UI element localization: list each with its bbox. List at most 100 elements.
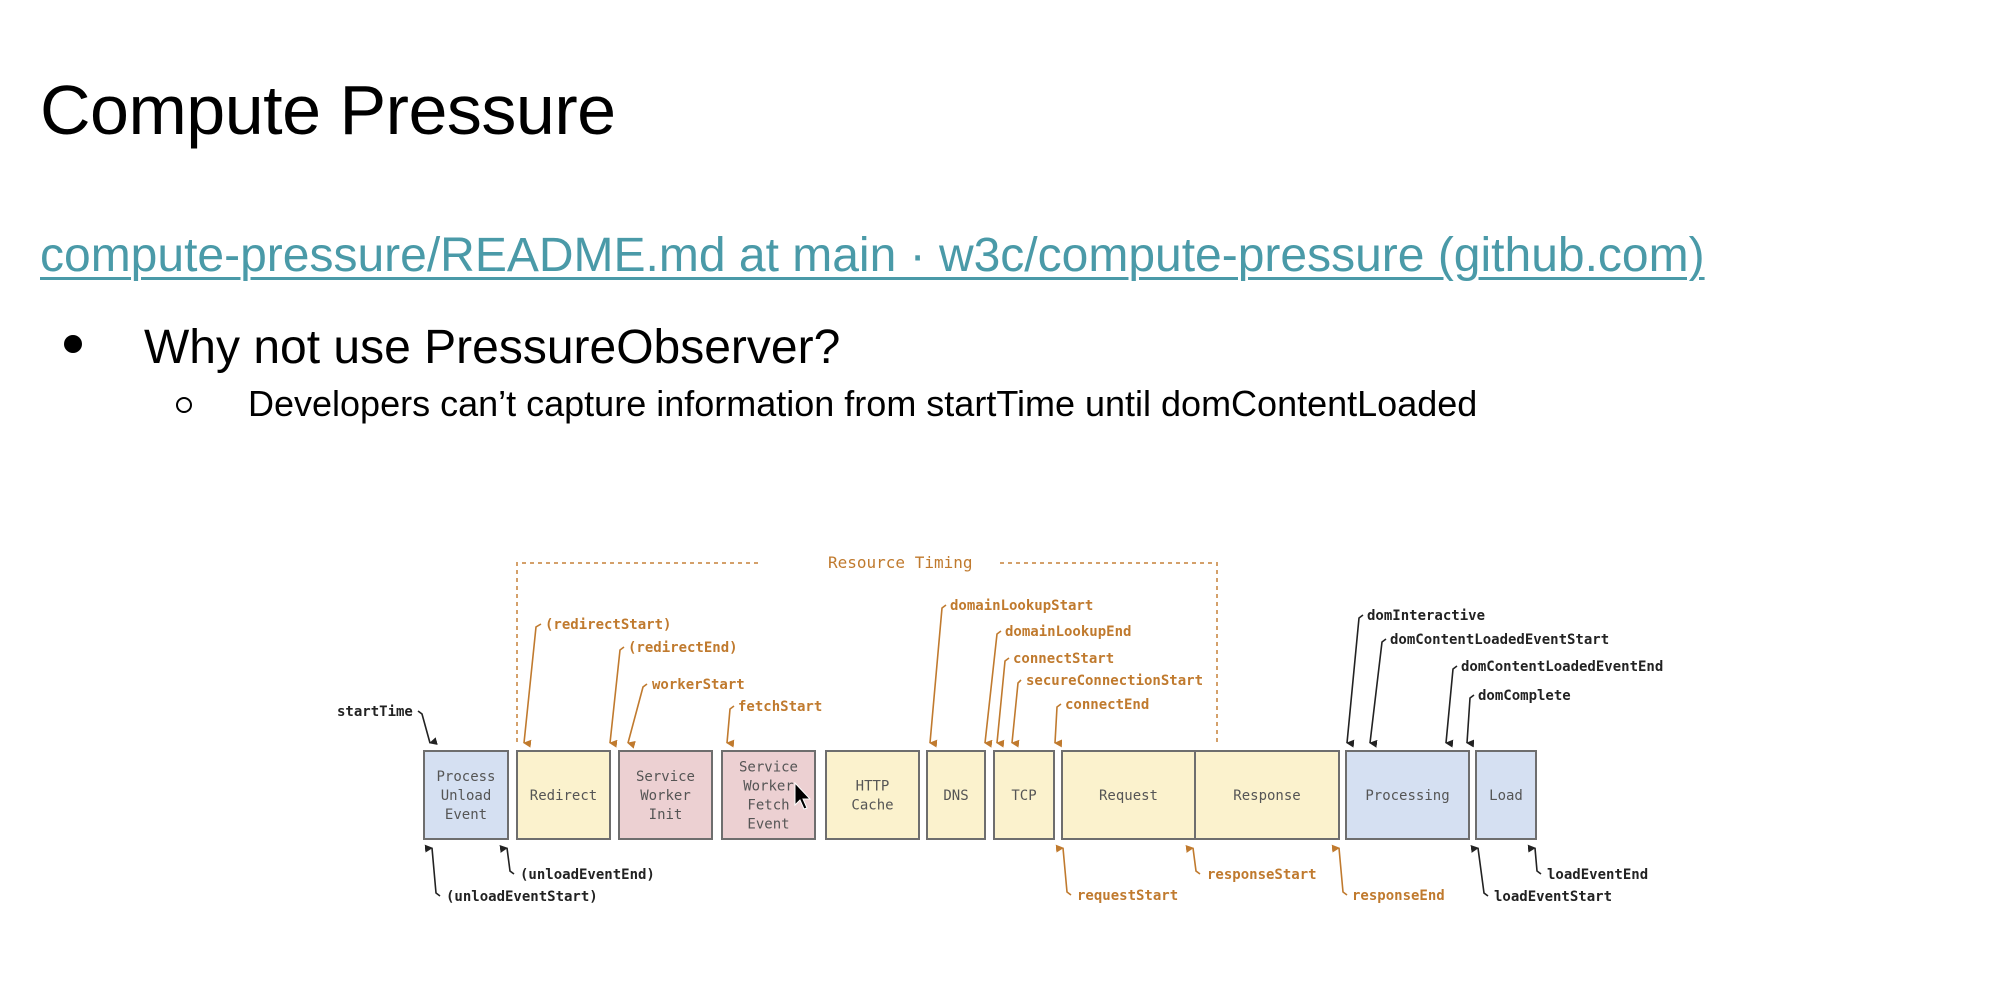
timing-label: (unloadEventStart) (424, 844, 598, 905)
readme-link[interactable]: compute-pressure/README.md at main · w3c… (40, 229, 1705, 282)
box-label: Event (445, 807, 487, 823)
box-label: Processing (1365, 788, 1449, 804)
box-label: Service (739, 760, 798, 776)
timing-label-text: (unloadEventStart) (446, 889, 598, 905)
timing-label-text: domainLookupStart (950, 598, 1093, 614)
timing-label-text: domainLookupEnd (1005, 624, 1131, 640)
timing-label-text: domContentLoadedEventStart (1390, 632, 1609, 648)
resource-timing-label: Resource Timing (828, 553, 973, 572)
pointer-arrow-icon (1346, 614, 1364, 748)
pointer-arrow-icon (1185, 844, 1201, 875)
timing-label-text: (redirectStart) (545, 617, 671, 633)
timing-label: requestStart (1055, 844, 1178, 904)
timing-label: responseEnd (1331, 844, 1445, 904)
pointer-arrow-icon (984, 630, 1002, 748)
timing-label: domainLookupStart (929, 598, 1093, 748)
bullet-dot-icon (64, 335, 82, 353)
box-rect (423, 750, 509, 840)
box-rect (825, 750, 920, 840)
box-label: Unload (441, 788, 492, 804)
pointer-arrow-icon (996, 657, 1010, 748)
pointer-arrow-icon (499, 844, 515, 875)
pointer-arrow-icon (627, 683, 648, 749)
box-label: DNS (943, 788, 968, 804)
timing-label-text: (redirectEnd) (628, 640, 738, 656)
box-rect (618, 750, 713, 840)
box-label: Cache (851, 798, 893, 814)
timing-label: domContentLoadedEventEnd (1445, 659, 1663, 748)
timing-label-text: domContentLoadedEventEnd (1461, 659, 1663, 675)
timing-label: (unloadEventEnd) (499, 844, 655, 883)
timing-label-text: loadEventEnd (1547, 867, 1648, 883)
box-rect (1475, 750, 1537, 840)
pointer-arrow-icon (1055, 844, 1072, 896)
box-label: Worker (743, 779, 794, 795)
box-label: TCP (1011, 788, 1036, 804)
box-label: HTTP (856, 779, 890, 795)
box-label: Service (636, 769, 695, 785)
box-label: Request (1099, 788, 1158, 804)
timing-label: secureConnectionStart (1011, 673, 1203, 748)
pointer-arrow-icon (417, 710, 438, 745)
pointer-arrow-icon (929, 604, 947, 748)
box-request: Request (1061, 750, 1196, 840)
box-http-cache: HTTP Cache (825, 750, 920, 840)
timing-label: workerStart (627, 677, 745, 749)
timing-label: domContentLoadedEventStart (1369, 632, 1609, 748)
timing-label: (redirectEnd) (609, 640, 738, 748)
box-load: Load (1475, 750, 1537, 840)
pointer-arrow-icon (523, 623, 542, 748)
pointer-arrow-icon (1445, 665, 1458, 748)
box-label: Worker (640, 788, 691, 804)
timing-label: fetchStart (726, 699, 822, 748)
box-tcp: TCP (993, 750, 1055, 840)
timing-label-text: (unloadEventEnd) (520, 867, 655, 883)
timing-label: domInteractive (1346, 608, 1485, 748)
pointer-arrow-icon (1527, 844, 1542, 875)
timing-label: loadEventEnd (1527, 844, 1648, 883)
slide-title: Compute Pressure (40, 71, 616, 149)
bullet-text: Why not use PressureObserver? (144, 321, 841, 374)
mouse-cursor-icon (794, 781, 812, 810)
timing-label: connectEnd (1054, 697, 1149, 748)
pointer-arrow-icon (1011, 679, 1022, 748)
box-rect (1345, 750, 1470, 840)
pointer-arrow-icon (1331, 844, 1348, 896)
box-processing: Processing (1345, 750, 1470, 840)
timing-label: connectStart (996, 651, 1114, 748)
box-rect (926, 750, 986, 840)
box-label: Init (649, 807, 683, 823)
timing-label: domainLookupEnd (984, 624, 1131, 748)
pointer-arrow-icon (1369, 638, 1387, 748)
box-label: Fetch (747, 798, 789, 814)
timing-label-text: startTime (337, 704, 413, 720)
timing-label-text: loadEventStart (1494, 889, 1612, 905)
pointer-arrow-icon (1466, 694, 1475, 748)
timing-label: responseStart (1185, 844, 1317, 883)
box-dns: DNS (926, 750, 986, 840)
pointer-arrow-icon (726, 705, 735, 748)
timing-label-text: domComplete (1478, 688, 1571, 704)
box-rect (1061, 750, 1196, 840)
timing-label: loadEventStart (1470, 844, 1612, 905)
timing-label-text: connectEnd (1065, 697, 1149, 713)
pointer-arrow-icon (609, 646, 625, 748)
bracket-right (1000, 562, 1218, 742)
pointer-arrow-icon (1054, 703, 1063, 748)
timing-label-text: connectStart (1013, 651, 1114, 667)
timing-label-text: fetchStart (738, 699, 822, 715)
timing-label-text: requestStart (1077, 888, 1178, 904)
box-label: Response (1233, 788, 1300, 804)
timing-label-text: responseStart (1207, 867, 1317, 883)
box-rect (516, 750, 611, 840)
resource-timing-bracket: Resource Timing (516, 553, 1218, 742)
timing-label: (redirectStart) (523, 617, 671, 748)
timing-label: startTime (337, 704, 438, 745)
box-label: Load (1489, 788, 1523, 804)
box-rect (993, 750, 1055, 840)
pointer-arrow-icon (1470, 844, 1489, 897)
timing-label-text: responseEnd (1352, 888, 1445, 904)
